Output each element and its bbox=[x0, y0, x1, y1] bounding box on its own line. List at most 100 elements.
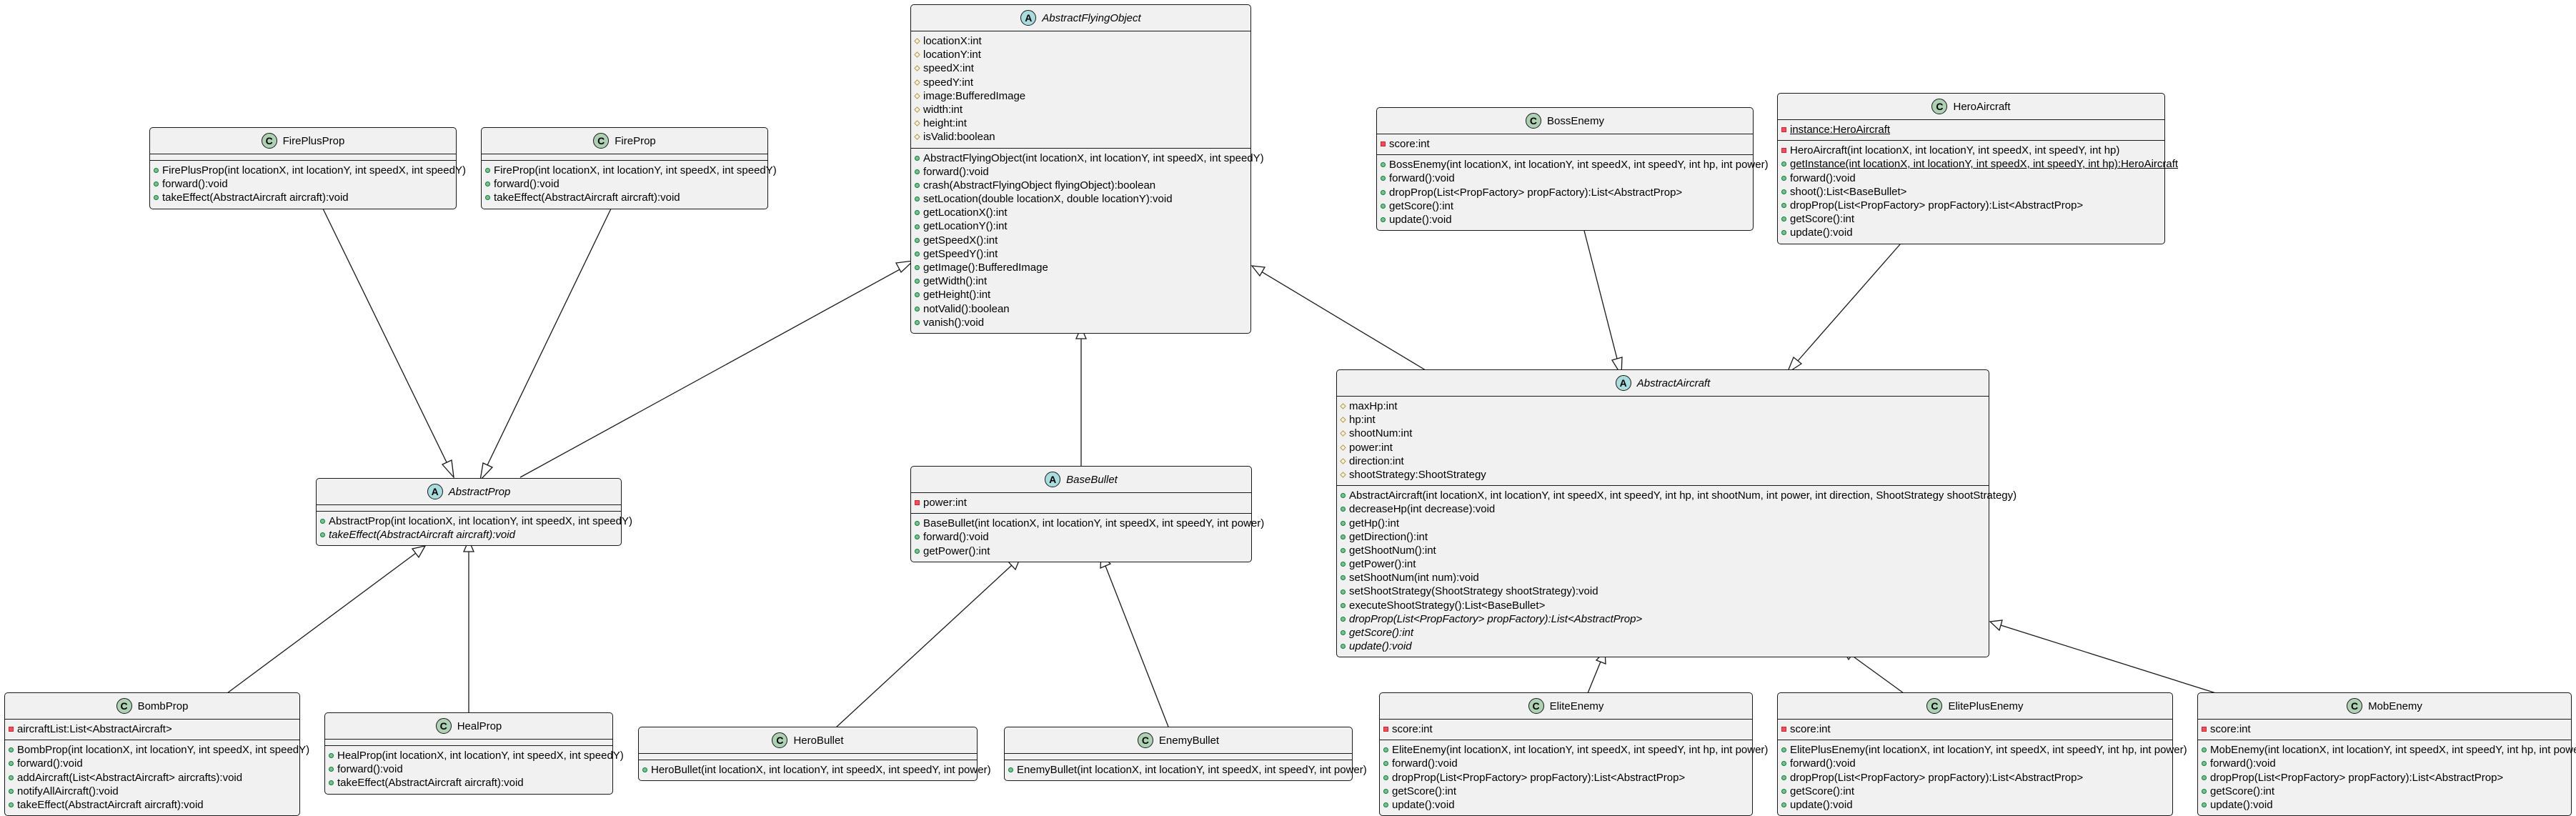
private-icon bbox=[9, 727, 14, 732]
public-icon bbox=[915, 196, 920, 202]
class-name: BossEnemy bbox=[1546, 114, 1605, 127]
method: ElitePlusEnemy(int locationX, int locati… bbox=[1778, 743, 2187, 757]
method: getSpeedY():int bbox=[911, 247, 1250, 261]
public-icon bbox=[2202, 788, 2207, 794]
protected-icon bbox=[1340, 444, 1346, 451]
methods-section: AbstractAircraft(int locationX, int loca… bbox=[1337, 486, 2016, 657]
attribute: image:BufferedImage bbox=[911, 89, 1250, 103]
class-name: MobEnemy bbox=[2368, 700, 2422, 712]
edge-eliteenemy-abstractaircraft bbox=[1587, 661, 1601, 694]
public-icon bbox=[2202, 747, 2207, 753]
method: update():void bbox=[1778, 798, 2172, 812]
class-badge-icon: C bbox=[2347, 698, 2363, 714]
private-icon bbox=[1383, 727, 1388, 732]
method: shoot():List<BaseBullet> bbox=[1778, 185, 2164, 199]
method: forward():void bbox=[1380, 757, 1752, 770]
protected-icon bbox=[914, 106, 920, 113]
public-icon bbox=[915, 319, 920, 325]
method: forward():void bbox=[150, 177, 456, 191]
protected-icon bbox=[1340, 417, 1346, 423]
class-name: BombProp bbox=[137, 700, 189, 712]
public-icon bbox=[329, 753, 334, 759]
method: getLocationX():int bbox=[911, 206, 1250, 219]
method: BossEnemy(int locationX, int locationY, … bbox=[1377, 158, 1769, 171]
protected-icon bbox=[1340, 403, 1346, 409]
class-badge-icon: C bbox=[1926, 698, 1943, 714]
public-icon bbox=[1383, 747, 1388, 753]
class-name: FirePlusProp bbox=[282, 134, 345, 147]
method: forward():void bbox=[911, 165, 1250, 179]
public-icon bbox=[1341, 562, 1346, 567]
class-badge-icon: C bbox=[435, 718, 452, 734]
attributes-section bbox=[639, 754, 977, 760]
public-icon bbox=[915, 292, 920, 298]
abstract-badge-icon: A bbox=[1615, 375, 1631, 391]
private-icon bbox=[1781, 127, 1786, 133]
public-icon bbox=[915, 534, 920, 540]
public-icon bbox=[915, 279, 920, 284]
method: takeEffect(AbstractAircraft aircraft):vo… bbox=[5, 798, 299, 812]
public-icon bbox=[2202, 802, 2207, 808]
method: forward():void bbox=[2198, 757, 2571, 770]
protected-icon bbox=[914, 38, 920, 44]
class-badge-icon: C bbox=[1931, 99, 1948, 114]
public-icon bbox=[1781, 775, 1786, 780]
public-icon bbox=[1781, 189, 1786, 194]
public-icon bbox=[915, 169, 920, 174]
public-icon bbox=[154, 181, 159, 187]
public-icon bbox=[9, 747, 14, 753]
edge-abstractaircraft-abstractflyingobject bbox=[1260, 271, 1426, 371]
arrowhead-mobenemy bbox=[1989, 620, 2003, 632]
private-icon bbox=[2202, 727, 2207, 732]
edge-bombprop-abstractprop bbox=[227, 552, 417, 694]
public-icon bbox=[1008, 767, 1013, 773]
method: forward():void bbox=[911, 530, 1251, 544]
method: takeEffect(AbstractAircraft aircraft):vo… bbox=[150, 191, 456, 204]
public-icon bbox=[9, 788, 14, 794]
protected-icon bbox=[1340, 458, 1346, 464]
method: vanish():void bbox=[911, 316, 1250, 329]
method: getHp():int bbox=[1337, 517, 1989, 530]
method: setShootNum(int num):void bbox=[1337, 571, 1989, 584]
method: update():void bbox=[1778, 226, 2164, 239]
method: getScore():int bbox=[1778, 785, 2172, 798]
class-badge-icon: C bbox=[593, 133, 610, 149]
arrowhead-abstractprop-afo bbox=[895, 260, 915, 274]
public-icon bbox=[1383, 802, 1388, 808]
method: dropProp(List<PropFactory> propFactory):… bbox=[1778, 771, 2172, 785]
method: forward():void bbox=[1778, 757, 2172, 770]
protected-icon bbox=[914, 120, 920, 126]
method: BombProp(int locationX, int locationY, i… bbox=[5, 743, 309, 757]
public-icon bbox=[1341, 547, 1346, 553]
method: forward():void bbox=[5, 757, 299, 770]
public-icon bbox=[1341, 520, 1346, 526]
arrowhead-heroaircraft bbox=[1786, 356, 1803, 374]
methods-section: MobEnemy(int locationX, int locationY, i… bbox=[2198, 740, 2576, 815]
method: HeroAircraft(int locationX, int location… bbox=[1778, 144, 2164, 157]
attribute: height:int bbox=[911, 116, 1250, 130]
public-icon bbox=[154, 168, 159, 174]
attribute: shootStrategy:ShootStrategy bbox=[1337, 468, 1989, 482]
public-icon bbox=[1383, 788, 1388, 794]
attributes-section: locationX:int locationY:int speedX:int s… bbox=[911, 31, 1250, 149]
method: getScore():int bbox=[1778, 212, 2164, 226]
method: decreaseHp(int decrease):void bbox=[1337, 502, 1989, 516]
public-icon bbox=[9, 761, 14, 767]
method: HealProp(int locationX, int locationY, i… bbox=[325, 749, 624, 762]
public-icon bbox=[1341, 507, 1346, 512]
class-name: AbstractAircraft bbox=[1636, 377, 1711, 389]
public-icon bbox=[485, 181, 490, 187]
method: setLocation(double locationX, double loc… bbox=[911, 192, 1250, 206]
